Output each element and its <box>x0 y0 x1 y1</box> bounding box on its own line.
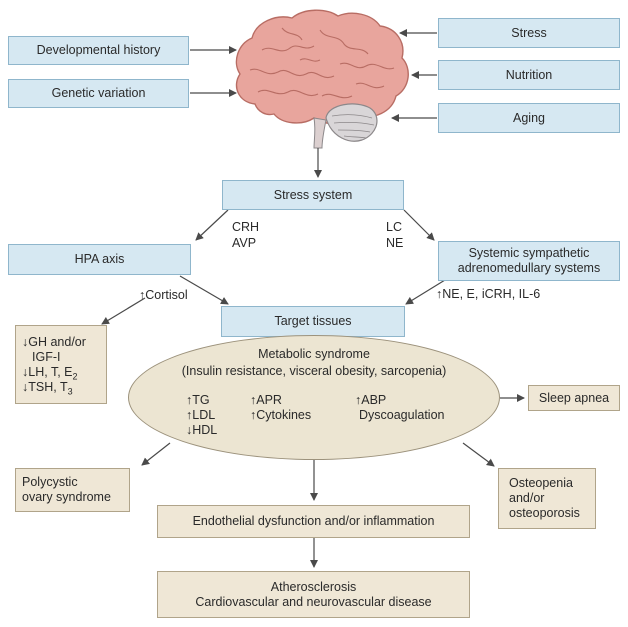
hpa-axis-box: HPA axis <box>8 244 191 275</box>
aging-label: Aging <box>513 110 545 125</box>
inflammation-apr: ↑APR <box>250 393 282 407</box>
atherosclerosis-line2: Cardiovascular and neurovascular disease <box>195 594 432 609</box>
atherosclerosis-line1: Atherosclerosis <box>270 579 357 594</box>
brain-illustration <box>235 9 409 149</box>
endothelial-label: Endothelial dysfunction and/or inflammat… <box>192 514 435 528</box>
crh-label: CRH <box>232 220 260 234</box>
avp-label: AVP <box>232 236 257 250</box>
hormone-line2: IGF-I <box>32 349 61 364</box>
osteopenia-line2: and/or <box>509 491 545 505</box>
metabolic-syndrome-title: Metabolic syndrome <box>258 347 370 361</box>
metabolic-syndrome-ellipse <box>128 335 500 460</box>
hpa-axis-label: HPA axis <box>74 252 125 266</box>
vascular-abp: ↑ABP <box>355 393 387 407</box>
nutrition-box: Nutrition <box>438 60 620 90</box>
developmental-history-label: Developmental history <box>36 43 161 57</box>
cortisol-label: ↑Cortisol <box>139 288 188 302</box>
ne-label: NE <box>386 236 404 250</box>
stress-system-box: Stress system <box>222 180 404 210</box>
inflammation-list: ↑APR ↑Cytokines <box>250 393 311 423</box>
sympathetic-box: Systemic sympathetic adrenomedullary sys… <box>438 241 620 281</box>
nutrition-label: Nutrition <box>505 67 553 82</box>
lipid-tg: ↑TG <box>186 393 210 407</box>
atherosclerosis-box: Atherosclerosis Cardiovascular and neuro… <box>157 571 470 618</box>
polycystic-box: Polycystic ovary syndrome <box>15 468 130 512</box>
lc-label: LC <box>386 220 402 234</box>
hormone-line4: ↓TSH, T3 <box>22 379 73 396</box>
sympathetic-outputs-label: ↑NE, E, iCRH, IL-6 <box>436 287 541 301</box>
lipid-ldl: ↑LDL <box>186 408 216 422</box>
polycystic-line1: Polycystic <box>22 475 78 489</box>
osteopenia-line3: osteoporosis <box>509 506 580 520</box>
stress-label: Stress <box>511 25 547 40</box>
metabolic-syndrome-subtitle: (Insulin resistance, visceral obesity, s… <box>181 364 447 378</box>
hormone-line3: ↓LH, T, E2 <box>22 364 78 381</box>
genetic-variation-label: Genetic variation <box>51 86 146 100</box>
hormone-line1: ↓GH and/or <box>22 334 86 349</box>
genetic-variation-box: Genetic variation <box>8 79 189 108</box>
sympathetic-line2: adrenomedullary systems <box>457 261 601 275</box>
stress-box: Stress <box>438 18 620 48</box>
stress-system-label: Stress system <box>273 187 353 202</box>
sympathetic-line1: Systemic sympathetic <box>468 246 590 260</box>
vascular-dyscoagulation: Dyscoagulation <box>359 408 445 422</box>
developmental-history-box: Developmental history <box>8 36 189 65</box>
lipid-hdl: ↓HDL <box>186 423 218 437</box>
osteopenia-box: Osteopenia and/or osteoporosis <box>498 468 596 529</box>
vascular-list: ↑ABP Dyscoagulation <box>355 393 444 423</box>
sleep-apnea-box: Sleep apnea <box>528 385 620 411</box>
endothelial-box: Endothelial dysfunction and/or inflammat… <box>157 505 470 538</box>
target-tissues-box: Target tissues <box>221 306 405 337</box>
aging-box: Aging <box>438 103 620 133</box>
osteopenia-line1: Osteopenia <box>509 476 573 490</box>
inflammation-cytokines: ↑Cytokines <box>250 408 312 422</box>
sleep-apnea-label: Sleep apnea <box>538 390 610 405</box>
target-tissues-label: Target tissues <box>274 314 352 328</box>
polycystic-line2: ovary syndrome <box>22 490 111 504</box>
hormone-changes-box: ↓GH and/or IGF-I ↓LH, T, E2 ↓TSH, T3 <box>15 325 107 404</box>
lipids-list: ↑TG ↑LDL ↓HDL <box>186 393 217 438</box>
